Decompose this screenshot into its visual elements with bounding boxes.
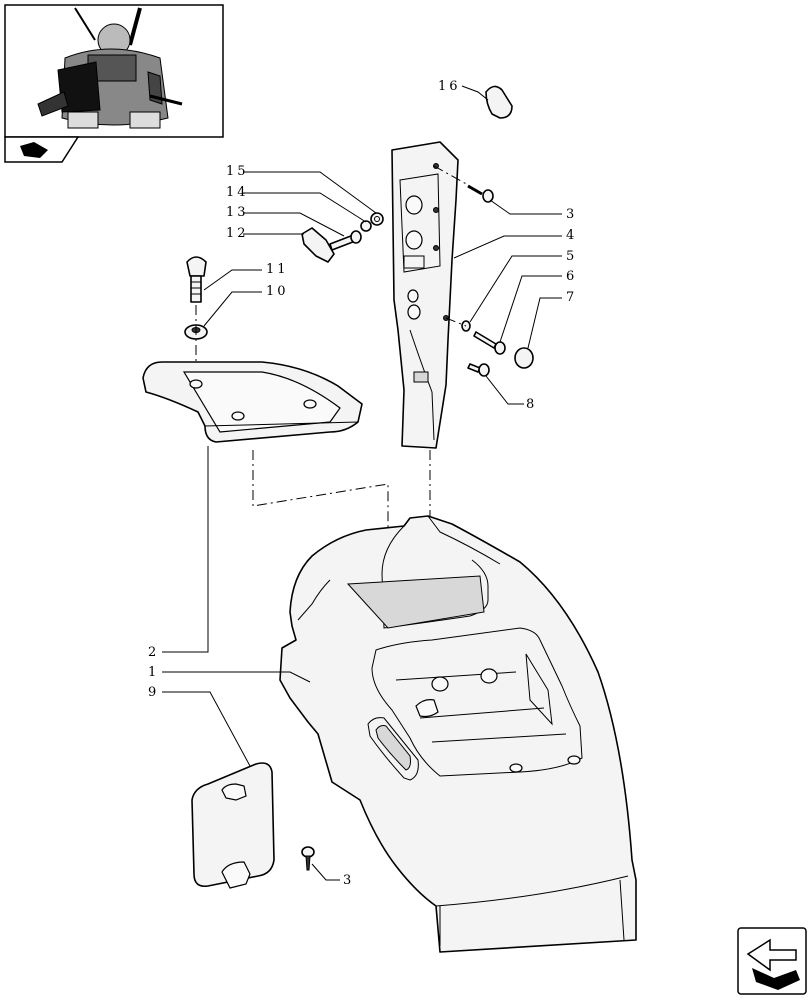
cap-part-7: [514, 347, 534, 369]
callout-7: 7: [566, 290, 577, 305]
callout-8: 8: [526, 397, 537, 412]
callout-3-upper: 3: [566, 207, 577, 222]
screw-part-3-lower: [301, 846, 315, 871]
bolt-part-11: [186, 256, 207, 303]
callout-3-lower: 3: [343, 873, 354, 888]
callout-labels: 16 15 14 13 12 11 10 3 4 5 6 7 8 2 1 9 3: [148, 79, 577, 888]
reference-arrow-icon[interactable]: [4, 136, 80, 163]
leader-lines: [162, 85, 562, 881]
screw-part-3-upper: [467, 184, 494, 203]
callout-5: 5: [566, 249, 577, 264]
callout-16: 16: [438, 79, 461, 94]
callout-14: 14: [226, 185, 249, 200]
tray-part-2: [142, 361, 363, 443]
next-page-arrow-icon[interactable]: [737, 927, 807, 995]
callout-12: 12: [226, 226, 249, 241]
screw-part-6: [473, 331, 506, 355]
callout-1: 1: [148, 665, 159, 680]
bolt-part-13: [329, 230, 362, 251]
bracket-part-12: [301, 227, 335, 263]
pillar-trim-part: [391, 141, 459, 449]
screw-part-8: [467, 363, 490, 377]
washer-part-14: [360, 220, 372, 232]
callout-10: 10: [266, 284, 289, 299]
callout-2: 2: [148, 645, 159, 660]
callout-4: 4: [566, 228, 577, 243]
fender-cover-part-1: [279, 515, 637, 953]
callout-13: 13: [226, 205, 249, 220]
callout-9: 9: [148, 685, 159, 700]
cover-plate-part-9: [191, 762, 275, 889]
callout-6: 6: [566, 269, 577, 284]
callout-11: 11: [266, 262, 289, 277]
nut-part-15: [370, 212, 384, 226]
clip-part-16: [485, 85, 513, 119]
tractor-thumbnail-icon[interactable]: [4, 4, 224, 138]
callout-15: 15: [226, 164, 249, 179]
